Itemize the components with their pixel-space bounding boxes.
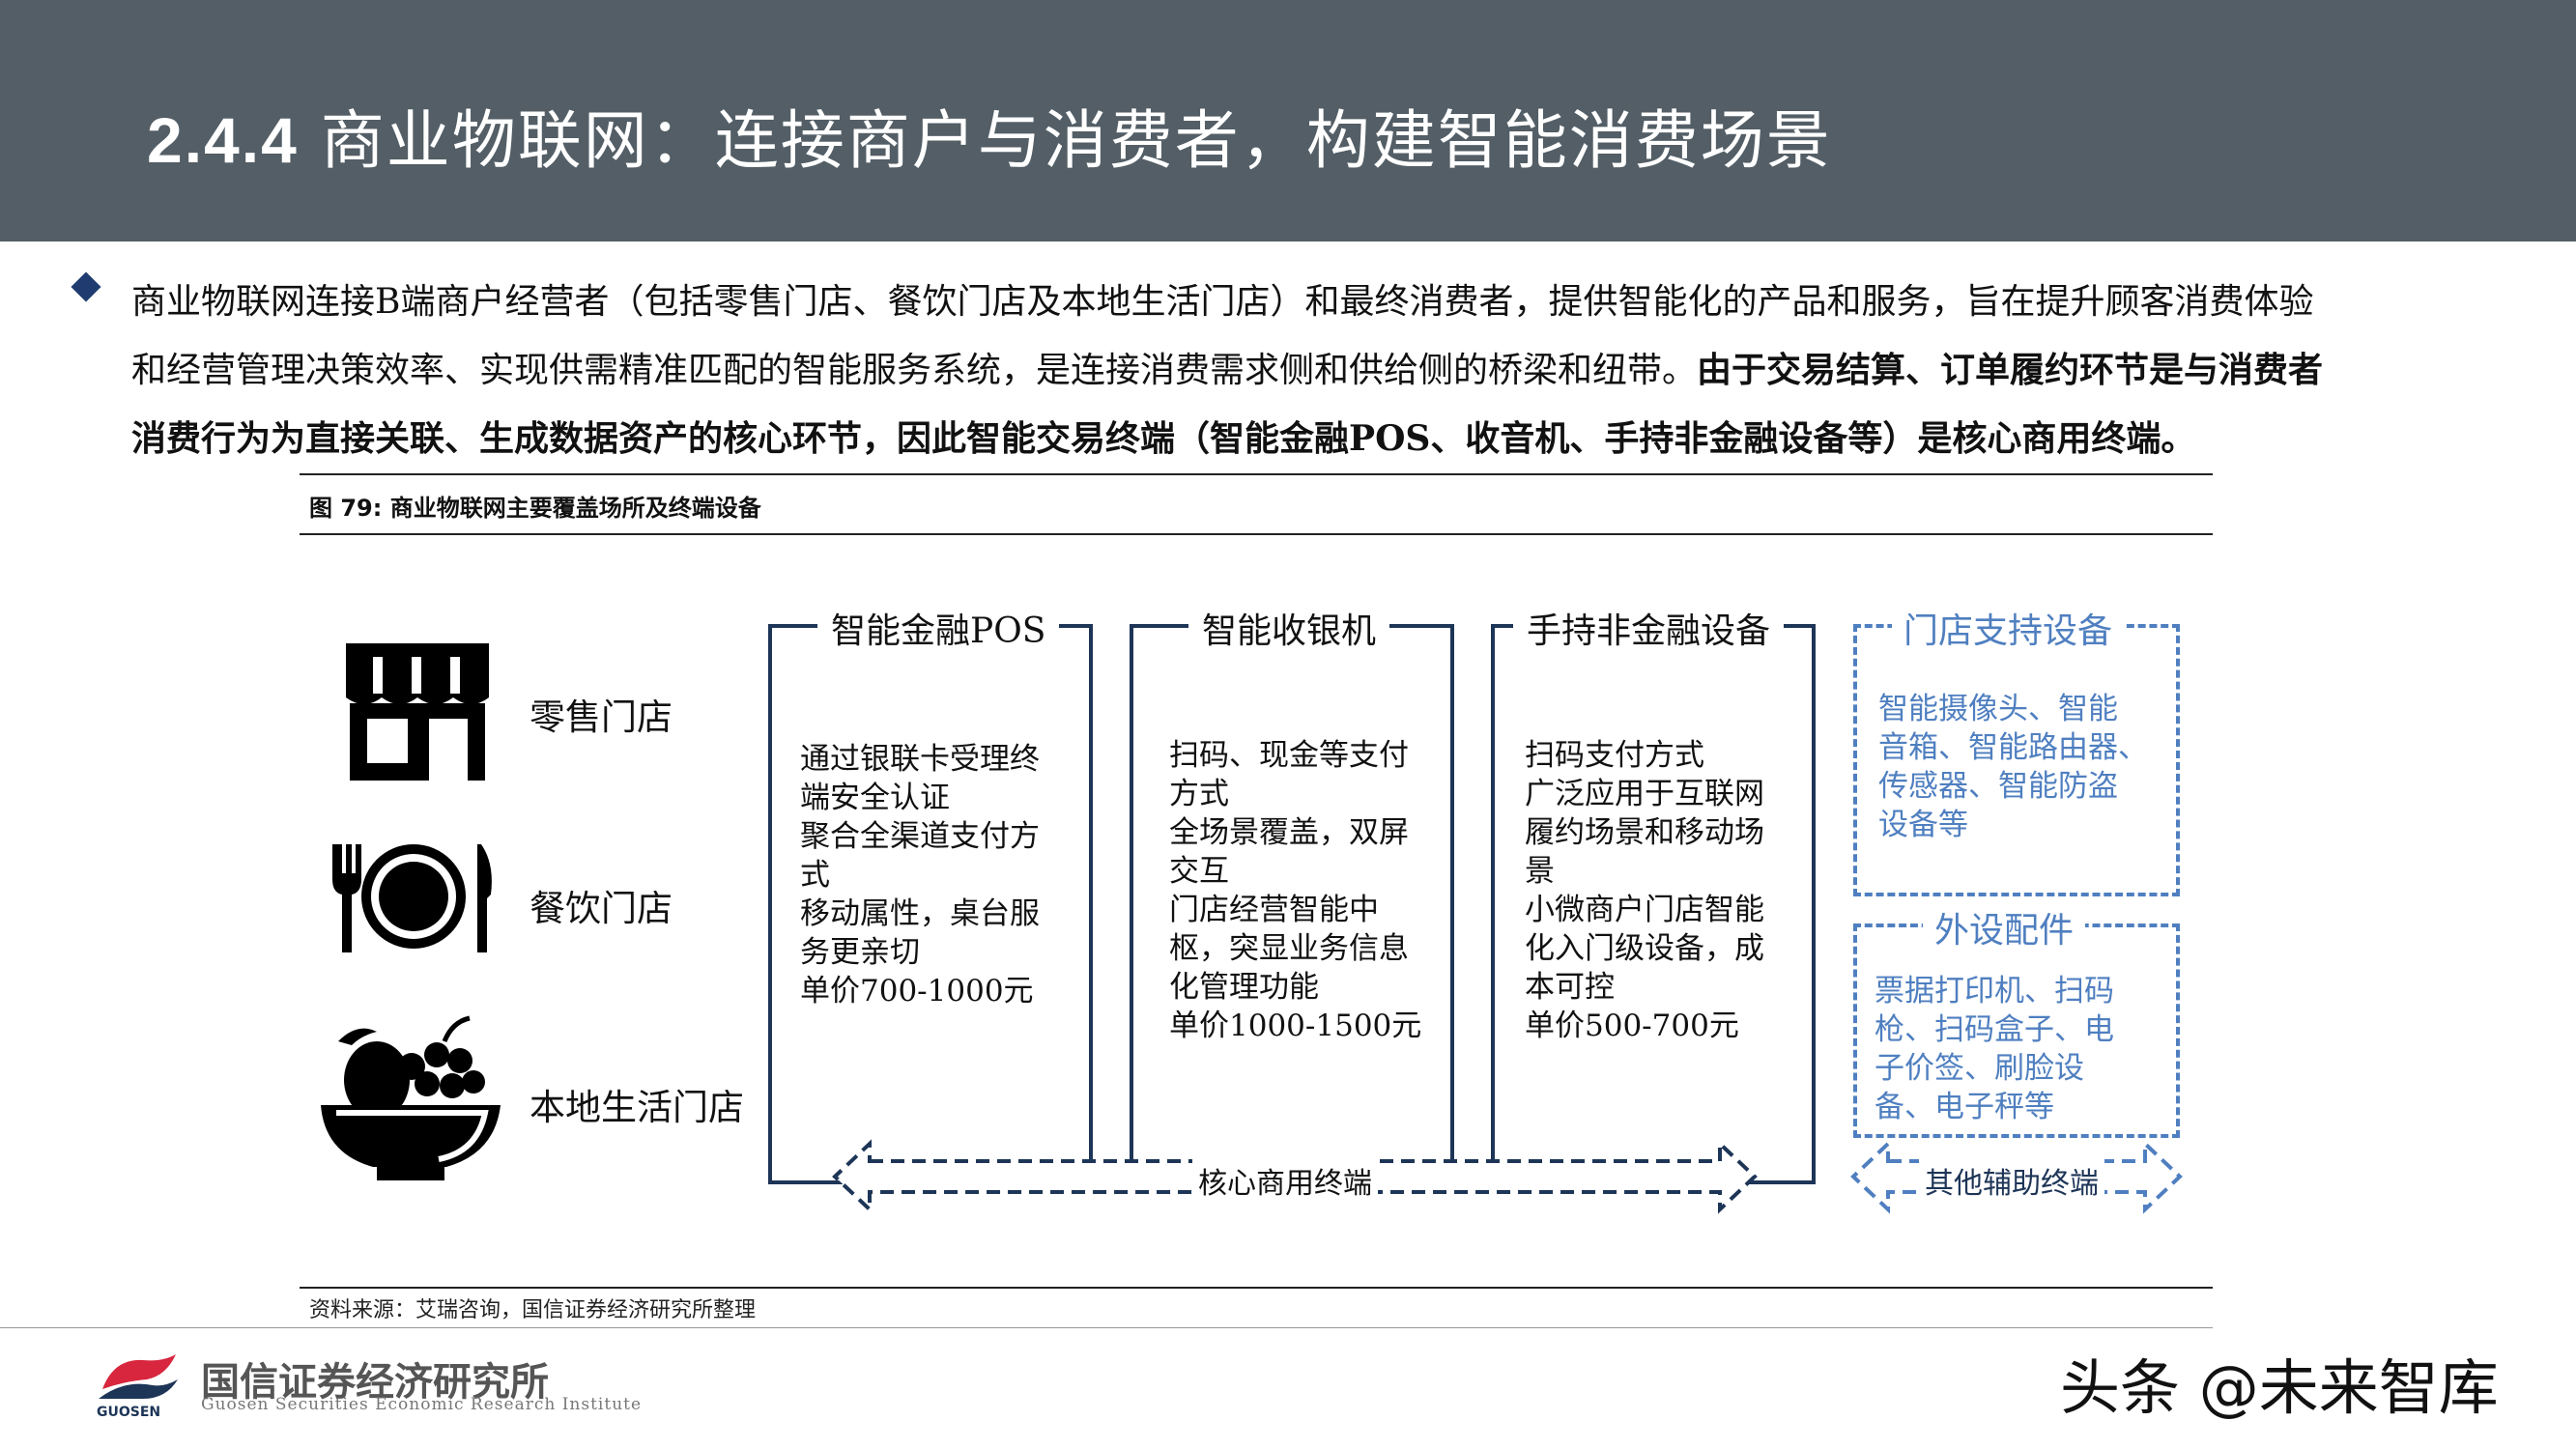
footer-logo-tag: GUOSEN (97, 1405, 161, 1420)
box-line: 单价500-700元 (1525, 1009, 1739, 1043)
box-line: 式 (800, 858, 830, 893)
box-line: 智能摄像头、智能 (1878, 692, 2118, 726)
box-line: 广泛应用于互联网 (1525, 777, 1764, 811)
box-line: 枪、扫码盒子、电 (1875, 1012, 2114, 1047)
box-line: 单价1000-1500元 (1169, 1009, 1422, 1043)
source-note: 资料来源：艾瑞咨询，国信证券经济研究所整理 (309, 1298, 757, 1322)
cashier-box-title: 智能收银机 (1188, 603, 1390, 653)
section-number: 2.4.4 (147, 104, 299, 176)
intro-line-2-bold: 由于交易结算、订单履约环节是与消费者 (1697, 350, 2324, 390)
box-line: 票据打印机、扫码 (1875, 974, 2114, 1009)
store-support-box-text: 智能摄像头、智能 音箱、智能路由器、 传感器、智能防盗 设备等 (1878, 690, 2148, 844)
caption-bottom-rule (300, 533, 2213, 535)
box-line: 扫码、现金等支付 (1169, 738, 1409, 773)
store-support-box-title: 门店支持设备 (1892, 603, 2125, 653)
category-label-retail: 零售门店 (530, 696, 673, 738)
box-line: 子价签、刷脸设 (1875, 1051, 2084, 1086)
diamond-bullet-icon (71, 271, 101, 302)
box-line: 全场景覆盖，双屏 (1169, 815, 1409, 850)
handheld-box-text: 扫码支付方式 广泛应用于互联网 履约场景和移动场 景 小微商户门店智能 化入门级… (1525, 736, 1764, 1045)
box-line: 交互 (1169, 854, 1229, 889)
footer-rule (0, 1327, 2213, 1328)
category-label-local-life: 本地生活门店 (530, 1087, 744, 1128)
box-line: 履约场景和移动场 (1525, 815, 1764, 850)
box-line: 聚合全渠道支付方 (800, 819, 1040, 854)
cashier-box-text: 扫码、现金等支付 方式 全场景覆盖，双屏 交互 门店经营智能中 枢，突显业务信息… (1169, 736, 1421, 1045)
peripherals-box-title: 外设配件 (1923, 902, 2086, 952)
box-line: 本可控 (1525, 970, 1615, 1005)
box-line: 务更亲切 (800, 935, 920, 970)
source-rule (300, 1287, 2213, 1289)
intro-line-1: 商业物联网连接B端商户经营者（包括零售门店、餐饮门店及本地生活门店）和最终消费者… (131, 282, 2314, 322)
footer-company-name: 国信证券经济研究所 (201, 1359, 549, 1405)
caption-top-rule (300, 473, 2213, 475)
pos-box-text: 通过银联卡受理终 端安全认证 聚合全渠道支付方 式 移动属性，桌台服 务更亲切 … (800, 740, 1040, 1010)
core-terminal-label: 核心商用终端 (1192, 1159, 1378, 1202)
box-line: 通过银联卡受理终 (800, 742, 1040, 777)
storefront-icon (346, 643, 489, 781)
box-line: 传感器、智能防盗 (1878, 769, 2118, 804)
pos-box-title: 智能金融POS (817, 603, 1060, 653)
box-line: 枢，突显业务信息 (1169, 931, 1409, 966)
figure-caption: 图 79: 商业物联网主要覆盖场所及终端设备 (309, 495, 761, 522)
box-line: 小微商户门店智能 (1525, 893, 1764, 927)
section-title: 商业物联网：连接商户与消费者，构建智能消费场景 (320, 103, 1832, 178)
fruit-bowl-icon (321, 1015, 501, 1180)
peripherals-box-text: 票据打印机、扫码 枪、扫码盒子、电 子价签、刷脸设 备、电子秤等 (1875, 972, 2114, 1126)
footer-company-english: Guosen Securities Economic Research Inst… (201, 1395, 643, 1414)
box-line: 单价700-1000元 (800, 974, 1034, 1009)
slide-title: 2.4.4 商业物联网：连接商户与消费者，构建智能消费场景 (147, 89, 1832, 182)
watermark: 头条 @未来智库 (2060, 1352, 2499, 1423)
handheld-box-title: 手持非金融设备 (1513, 603, 1785, 653)
aux-terminal-label: 其他辅助终端 (1919, 1159, 2104, 1202)
box-line: 景 (1525, 854, 1555, 889)
box-line: 门店经营智能中 (1169, 893, 1379, 927)
box-line: 音箱、智能路由器、 (1878, 730, 2148, 765)
box-line: 备、电子秤等 (1875, 1090, 2054, 1124)
box-line: 移动属性，桌台服 (800, 896, 1040, 931)
box-line: 化管理功能 (1169, 970, 1319, 1005)
box-line: 设备等 (1878, 808, 1968, 842)
plate-cutlery-icon (332, 844, 492, 952)
intro-line-3-bold: 消费行为为直接关联、生成数据资产的核心环节，因此智能交易终端（智能金融POS、收… (131, 418, 2196, 459)
intro-line-2: 和经营管理决策效率、实现供需精准匹配的智能服务系统，是连接消费需求侧和供给侧的桥… (131, 351, 1698, 390)
box-line: 化入门级设备，成 (1525, 931, 1764, 966)
intro-paragraph: 商业物联网连接B端商户经营者（包括零售门店、餐饮门店及本地生活门店）和最终消费者… (71, 269, 2530, 473)
category-label-dining: 餐饮门店 (530, 888, 673, 929)
intro-text: 商业物联网连接B端商户经营者（包括零售门店、餐饮门店及本地生活门店）和最终消费者… (131, 269, 2530, 473)
box-line: 方式 (1169, 777, 1229, 811)
box-line: 扫码支付方式 (1525, 738, 1704, 773)
box-line: 端安全认证 (800, 781, 950, 815)
guosen-logo-icon (99, 1354, 178, 1399)
slide-header: 2.4.4 商业物联网：连接商户与消费者，构建智能消费场景 (0, 0, 2576, 242)
